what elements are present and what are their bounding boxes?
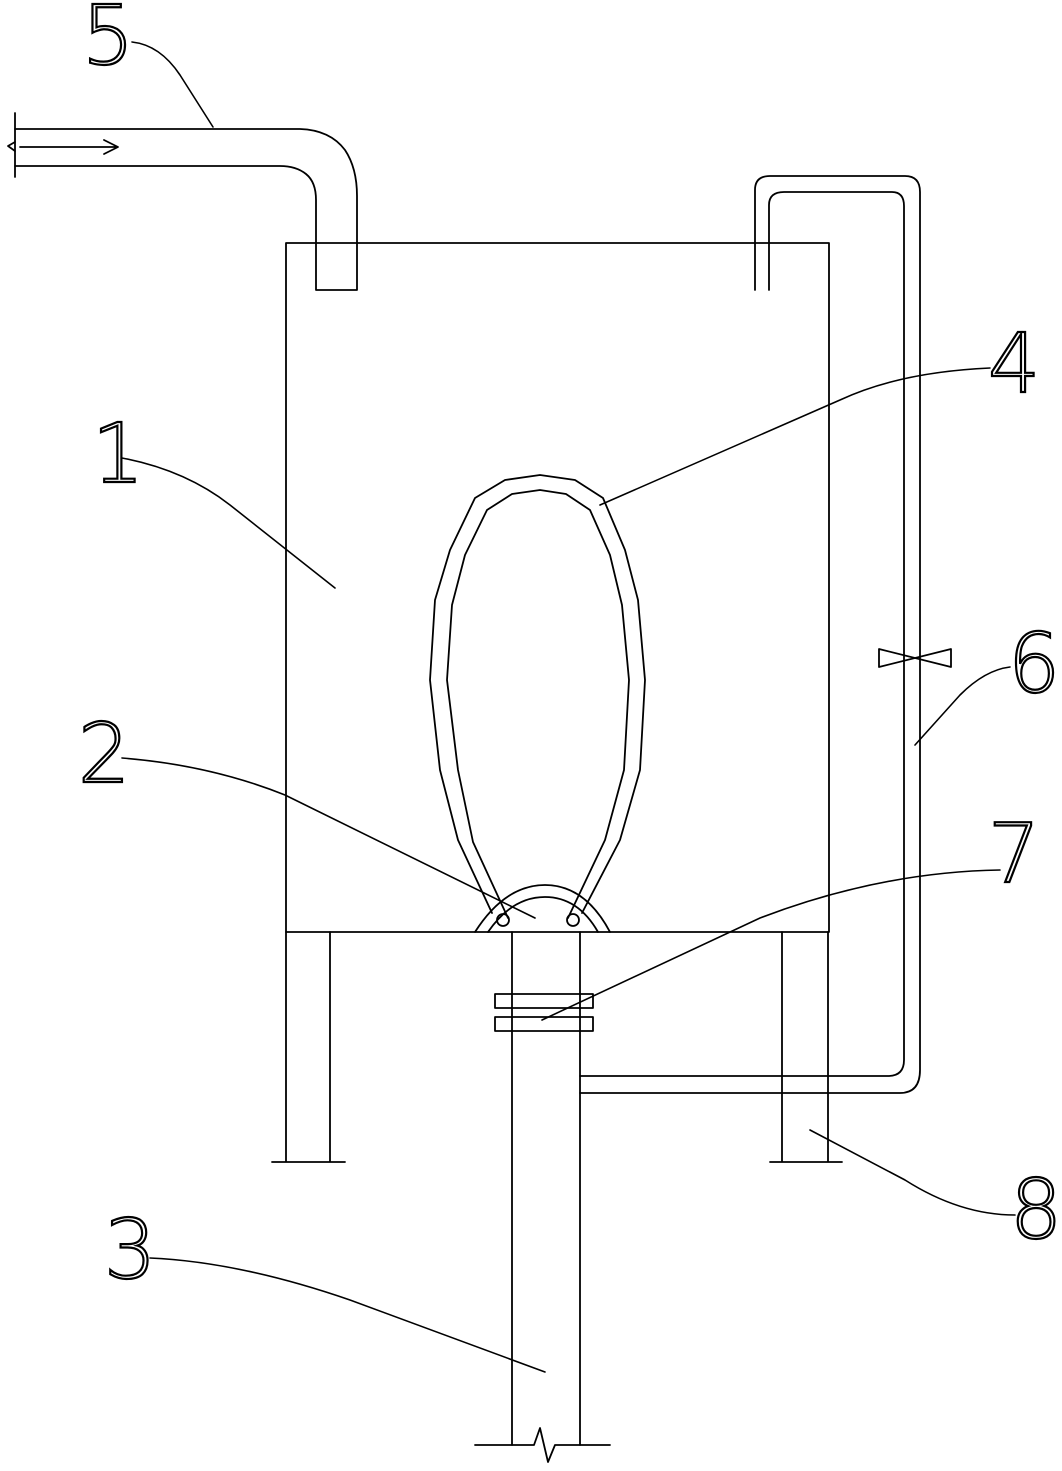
support-legs	[271, 931, 843, 1163]
label-6: 6	[1008, 617, 1060, 712]
valve-icon	[878, 648, 952, 668]
circulation-pipe	[579, 175, 952, 1094]
coil-base-dome	[474, 884, 611, 933]
leader-lines	[121, 41, 1016, 1373]
reference-numerals: 1 2 3 4 5 6 7 8	[77, 0, 1062, 1299]
tank-body	[285, 242, 830, 933]
label-4: 4	[988, 317, 1040, 412]
label-3: 3	[104, 1203, 156, 1298]
label-7: 7	[988, 807, 1040, 902]
label-2: 2	[78, 707, 130, 802]
label-1: 1	[92, 407, 144, 502]
inlet-pipe	[7, 112, 358, 291]
label-5: 5	[82, 0, 134, 84]
label-8: 8	[1010, 1163, 1062, 1258]
heating-coil	[429, 474, 646, 927]
flange	[494, 993, 594, 1032]
outlet-pipe	[474, 931, 611, 1463]
